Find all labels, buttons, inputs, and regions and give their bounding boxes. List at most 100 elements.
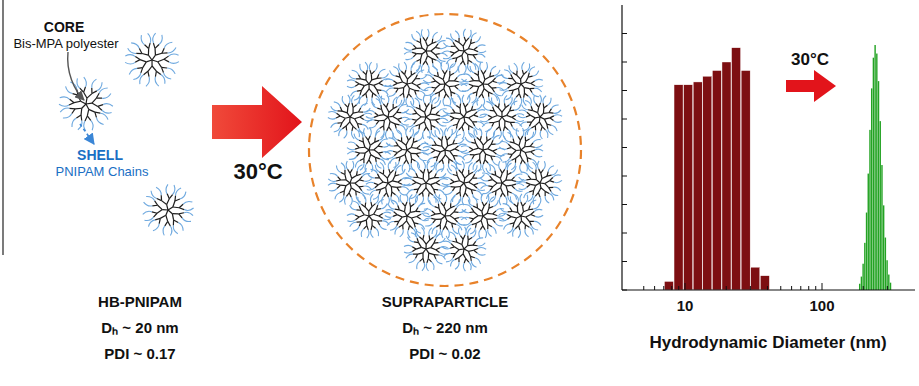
- polyester-branch: [381, 187, 386, 189]
- polyester-branch: [520, 155, 522, 160]
- polyester-branch: [445, 221, 447, 226]
- x-tick: [685, 283, 686, 290]
- polyester-branch: [407, 221, 410, 226]
- pnipam-chain: [486, 129, 489, 137]
- polyester-branch: [162, 48, 164, 53]
- polyester-branch: [547, 175, 551, 176]
- polyester-branch: [507, 173, 511, 175]
- pnipam-chain: [164, 42, 172, 48]
- polyester-branch: [454, 80, 458, 82]
- polyester-branch: [358, 108, 360, 112]
- polyester-branch: [353, 126, 356, 129]
- polyester-branch: [414, 223, 415, 227]
- polyester-branch: [461, 113, 464, 117]
- x-tick: [791, 286, 792, 290]
- polyester-branch: [369, 89, 373, 93]
- pnipam-chain: [184, 208, 193, 210]
- polyester-branch: [489, 122, 494, 123]
- pnipam-chain: [385, 216, 393, 218]
- pnipam-chain: [328, 179, 336, 182]
- polyester-branch: [364, 153, 365, 158]
- polyester-branch: [466, 259, 469, 262]
- polyester-branch: [544, 118, 549, 119]
- pnipam-chain: [144, 202, 153, 206]
- pnipam-chain: [386, 210, 394, 212]
- pnipam-chain: [353, 226, 359, 231]
- pnipam-chain: [431, 161, 437, 167]
- pnipam-chain: [477, 174, 484, 178]
- polyester-branch: [359, 215, 364, 217]
- polyester-branch: [460, 61, 463, 65]
- polyester-branch: [389, 127, 392, 131]
- polyester-branch: [366, 80, 369, 84]
- pnipam-chain: [477, 110, 485, 112]
- polyester-branch: [434, 177, 439, 178]
- pnipam-chain: [548, 166, 554, 172]
- polyester-branch: [355, 148, 359, 149]
- polyester-branch: [85, 116, 87, 121]
- polyester-branch: [436, 248, 440, 250]
- polyester-branch: [405, 70, 406, 74]
- pnipam-chain: [348, 142, 356, 145]
- polyester-branch: [487, 219, 493, 220]
- pnipam-chain: [463, 263, 465, 271]
- pnipam-chain: [468, 228, 471, 236]
- polyester-branch: [416, 247, 421, 249]
- polyester-branch: [391, 192, 393, 197]
- polyester-branch: [363, 142, 365, 147]
- pnipam-chain: [367, 188, 375, 190]
- pnipam-chain: [424, 87, 432, 90]
- polyester-branch: [443, 79, 445, 84]
- pnipam-chain: [169, 54, 179, 56]
- polyester-branch: [514, 143, 519, 146]
- pnipam-chain: [522, 62, 524, 70]
- polyester-branch: [515, 226, 518, 229]
- polyester-branch: [459, 103, 461, 108]
- polyester-branch: [396, 142, 398, 146]
- polyester-branch: [473, 148, 478, 150]
- polyester-branch: [382, 110, 384, 115]
- polyester-branch: [531, 150, 535, 152]
- polyester-branch: [344, 186, 346, 191]
- polyester-branch: [413, 141, 417, 143]
- polyester-branch: [462, 122, 465, 127]
- polyester-branch: [448, 159, 450, 164]
- polyester-branch: [406, 160, 408, 164]
- pnipam-chain: [528, 195, 533, 201]
- polyester-branch: [455, 146, 459, 149]
- histogram-bar: [880, 121, 881, 290]
- polyester-branch: [374, 183, 378, 185]
- polyester-branch: [396, 157, 400, 158]
- polyester-branch: [549, 112, 554, 114]
- pnipam-chain: [416, 31, 420, 38]
- pnipam-chain: [408, 237, 414, 242]
- pnipam-chain: [507, 227, 513, 233]
- pnipam-chain: [481, 186, 489, 189]
- polyester-branch: [482, 94, 484, 98]
- polyester-branch: [158, 59, 164, 61]
- pnipam-chain: [166, 184, 168, 194]
- polyester-branch: [435, 47, 439, 49]
- x-tick: [863, 286, 864, 290]
- pnipam-chain: [495, 156, 502, 161]
- polyester-branch: [446, 140, 448, 145]
- polyester-branch: [179, 214, 182, 218]
- size-value: Dₕ ~ 220 nm: [402, 319, 488, 336]
- polyester-branch: [412, 48, 416, 49]
- polyester-branch: [355, 152, 359, 153]
- polyester-branch: [403, 88, 405, 94]
- polyester-branch: [493, 211, 496, 214]
- polyester-branch: [336, 116, 340, 118]
- polyester-branch: [483, 226, 485, 230]
- pnipam-chain: [548, 98, 552, 105]
- pnipam-chain: [182, 218, 191, 222]
- polyester-branch: [348, 169, 350, 173]
- pnipam-chain: [462, 131, 464, 139]
- polyester-branch: [470, 154, 475, 155]
- polyester-branch: [394, 153, 397, 156]
- pnipam-chain: [502, 91, 509, 96]
- pnipam-chain: [476, 59, 483, 63]
- polyester-branch: [455, 86, 458, 89]
- polyester-branch: [522, 160, 525, 164]
- polyester-branch: [142, 54, 149, 56]
